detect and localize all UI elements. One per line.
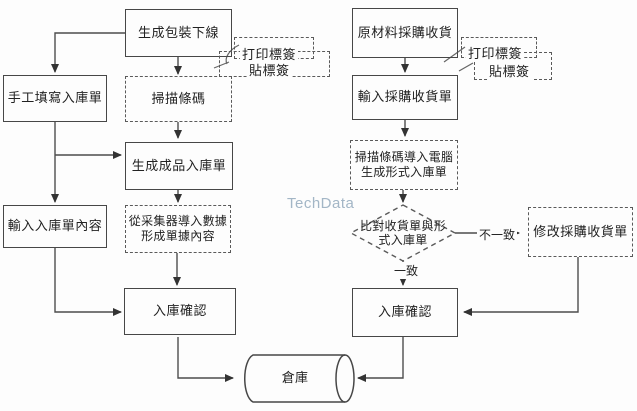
right-annotation-leader2 bbox=[458, 62, 474, 72]
edge-label-match: 一致 bbox=[392, 262, 421, 279]
node-import-collector-data: 從采集器導入數據 形成單據內容 bbox=[125, 205, 231, 253]
right-stick-label: 貼標簽 bbox=[487, 61, 532, 80]
node-scan-barcode: 掃描條碼 bbox=[125, 76, 232, 122]
node-warehouse-confirm-left: 入庫確認 bbox=[124, 288, 236, 335]
node-warehouse: 倉庫 bbox=[281, 370, 309, 386]
node-enter-warehouse-order-content: 輸入入庫單內容 bbox=[3, 205, 107, 248]
node-warehouse-confirm-right: 入庫確認 bbox=[352, 288, 458, 337]
edge-label-mismatch: 不一致 bbox=[477, 226, 518, 243]
node-manual-fill-warehouse-order: 手工填寫入庫單 bbox=[3, 75, 107, 122]
arrow-confirmleft-to-warehouse bbox=[177, 337, 234, 382]
node-modify-purchase-receipt: 修改採購收貨單 bbox=[528, 207, 633, 257]
left-annotation-leader2 bbox=[213, 61, 230, 69]
arrow-modify-to-confirm bbox=[463, 257, 579, 316]
node-raw-material-purchase-receiving: 原材料採購收貨 bbox=[352, 8, 458, 58]
node-scan-barcode-to-computer: 掃描條碼導入電腦 生成形式入庫單 bbox=[350, 140, 458, 190]
decision-diamond-shape bbox=[349, 204, 457, 262]
arrow-content-to-confirm bbox=[54, 248, 122, 316]
node-enter-purchase-receipt: 輸入採購收貨單 bbox=[352, 75, 458, 120]
arrow-packaging-to-manual bbox=[51, 32, 125, 73]
warehouse-cylinder-shape bbox=[244, 354, 355, 403]
node-compare-receipt-decision: 比對收貨單與形 式入庫單 bbox=[359, 218, 447, 247]
node-generate-finished-goods-order: 生成成品入庫單 bbox=[125, 142, 233, 190]
left-stick-label: 貼標簽 bbox=[247, 60, 292, 79]
left-print-label: 打印標簽 bbox=[240, 44, 299, 63]
node-generate-packaging-offline: 生成包裝下線 bbox=[125, 9, 232, 57]
arrow-confirmright-to-warehouse bbox=[357, 337, 404, 382]
techdata-watermark: TechData bbox=[287, 195, 355, 212]
right-print-label: 打印標簽 bbox=[466, 43, 525, 62]
